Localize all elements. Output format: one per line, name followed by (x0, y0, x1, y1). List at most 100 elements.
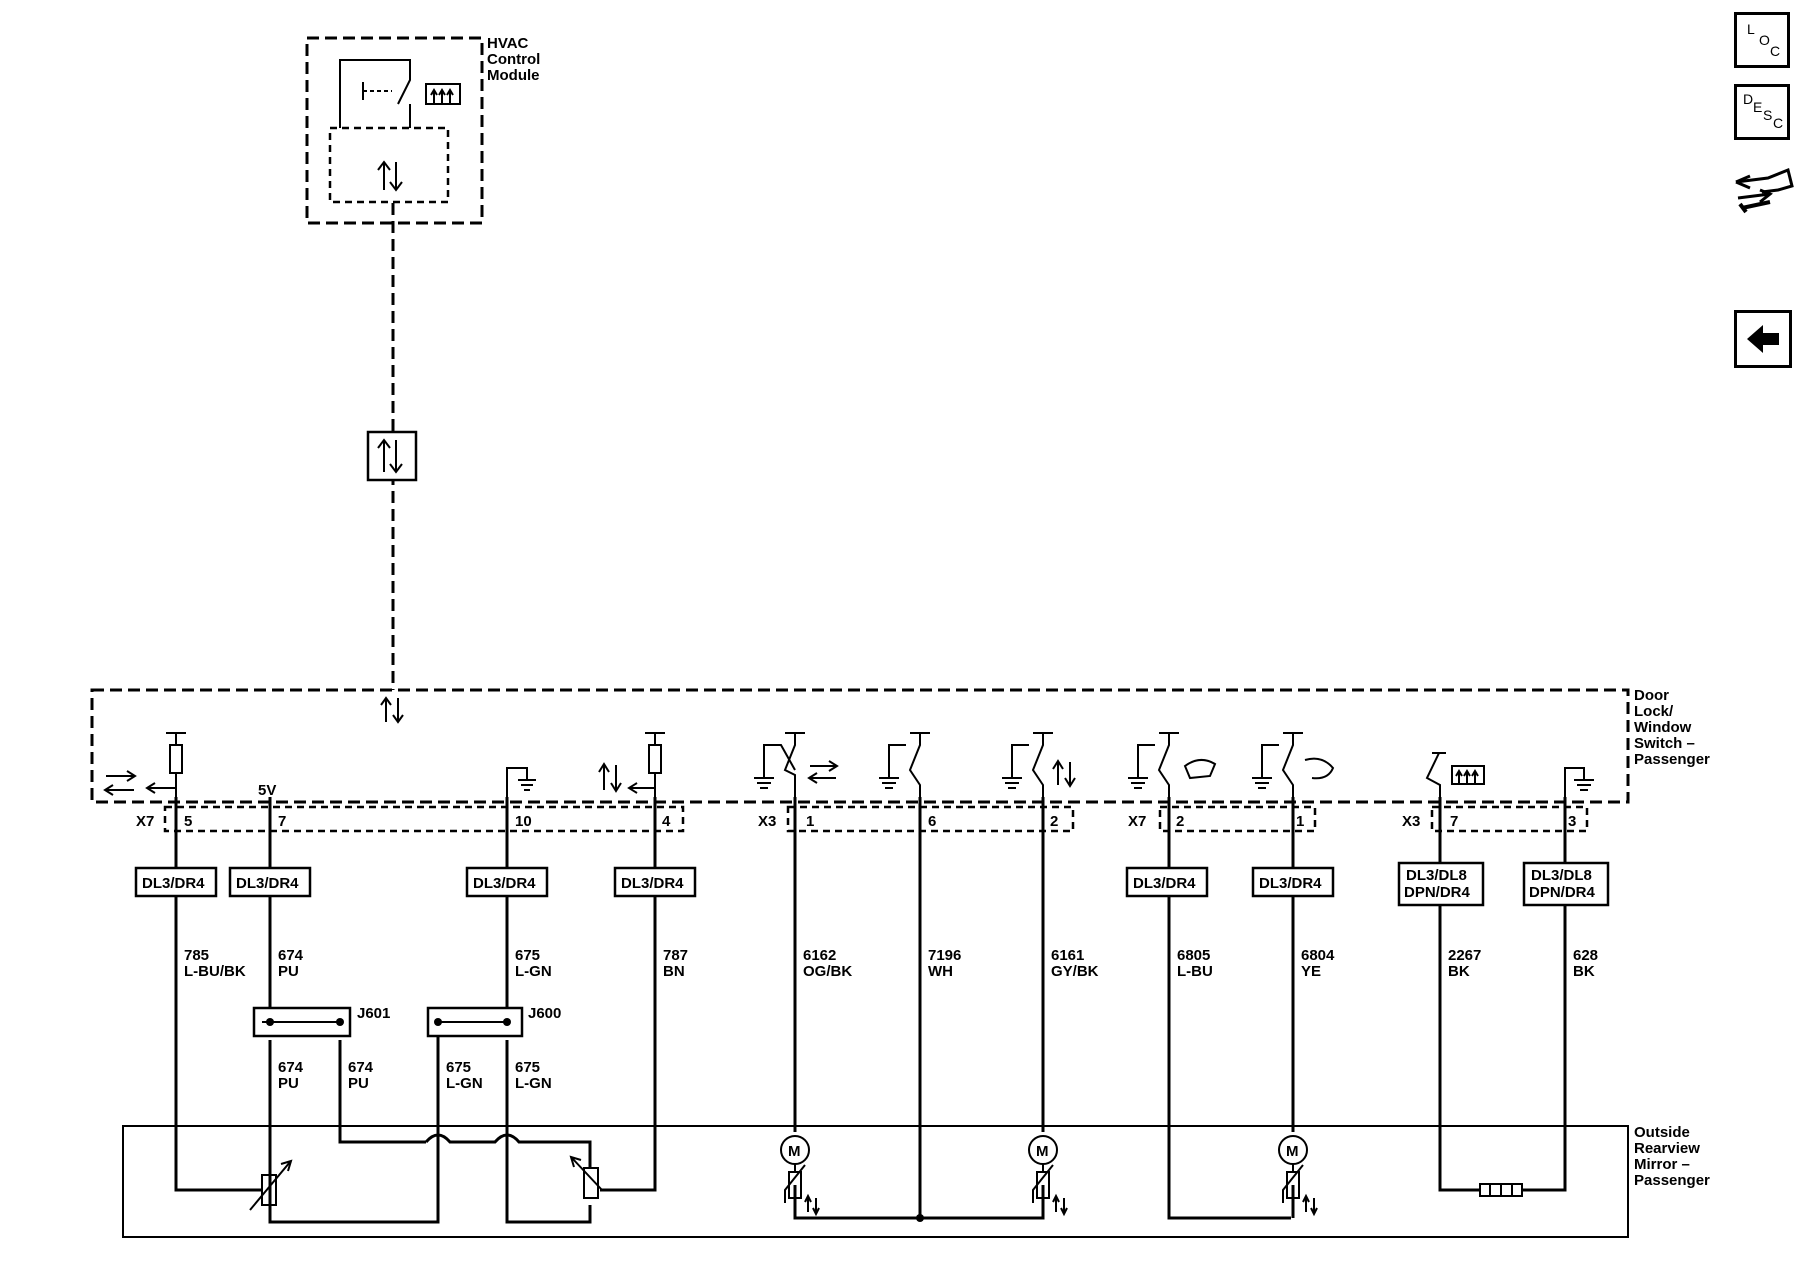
wire-circuit: 785 (184, 947, 209, 964)
connector-x3-left: X3 (758, 813, 776, 830)
svg-text:L-GN: L-GN (446, 1075, 483, 1092)
svg-text:675: 675 (446, 1059, 471, 1076)
pin-label: 7 (278, 813, 286, 830)
wire-color: BN (663, 963, 685, 980)
switch-pin-x3-6 (879, 732, 930, 797)
hvac-label-2: Control (487, 51, 540, 68)
location-button[interactable]: L O C (1734, 12, 1790, 68)
mirror-label-4: Passenger (1634, 1172, 1710, 1189)
svg-text:DL3/DR4: DL3/DR4 (621, 875, 684, 892)
wire-787 (600, 797, 657, 1192)
svg-text:DL3/DL8: DL3/DL8 (1531, 867, 1592, 884)
switch-pin-x7-2 (1128, 732, 1217, 797)
connector-x3-right: X3 (1402, 813, 1420, 830)
serial-data-icon (377, 160, 403, 192)
wire-color: WH (928, 963, 953, 980)
outside-rearview-mirror: Outside Rearview Mirror – Passenger M M (122, 1124, 1710, 1238)
wire-color: L-BU/BK (184, 963, 246, 980)
svg-text:M: M (1286, 1143, 1299, 1160)
hvac-label-1: HVAC (487, 35, 529, 52)
defrost-icon (425, 83, 461, 105)
option-box-dl3-dr4: DL3/DR4 (134, 866, 218, 898)
switch-pin-x3-2 (1002, 732, 1076, 797)
pin-label: 2 (1176, 813, 1184, 830)
wire-628 (1522, 797, 1567, 1192)
wire-color: YE (1301, 963, 1321, 980)
connector-repair-icon[interactable] (1730, 160, 1794, 224)
mirror-label-2: Rearview (1634, 1140, 1700, 1157)
internal-circuit-pin-5 (103, 732, 186, 797)
pin-label: 1 (806, 813, 814, 830)
option-box-dl3-dr4: DL3/DR4 (1251, 866, 1335, 898)
svg-text:J601: J601 (357, 1005, 390, 1022)
connector-x7-right: X7 (1128, 813, 1146, 830)
door-switch-label-5: Passenger (1634, 751, 1710, 768)
motor-icon: M (780, 1135, 820, 1218)
mirror-label-1: Outside (1634, 1124, 1690, 1141)
position-sensor-icon (249, 1159, 293, 1211)
wire-color: OG/BK (803, 963, 852, 980)
back-button[interactable] (1734, 310, 1792, 368)
svg-text:DL3/DR4: DL3/DR4 (236, 875, 299, 892)
option-box-dl3-dl8-dpn-dr4: DL3/DL8 DPN/DR4 (1397, 861, 1485, 907)
wire-785 (174, 797, 262, 1192)
wire-2267 (1438, 797, 1480, 1192)
option-box-dl3-dl8-dpn-dr4: DL3/DL8 DPN/DR4 (1522, 861, 1610, 907)
svg-text:DL3/DR4: DL3/DR4 (1133, 875, 1196, 892)
defrost-switch-pin-x3-7 (1425, 752, 1485, 797)
motor-icon: M (1028, 1135, 1068, 1218)
position-sensor-icon (569, 1155, 603, 1199)
wire-6805 (1167, 797, 1291, 1220)
wire-color: GY/BK (1051, 963, 1099, 980)
option-box-dl3-dr4: DL3/DR4 (613, 866, 697, 898)
wire-circuit: 787 (663, 947, 688, 964)
door-switch-label-4: Switch – (1634, 735, 1695, 752)
option-box-dl3-dr4: DL3/DR4 (465, 866, 549, 898)
pin-label: 5 (184, 813, 192, 830)
svg-text:M: M (788, 1143, 801, 1160)
internal-circuit-pin-4 (598, 732, 665, 797)
wire-circuit: 628 (1573, 947, 1598, 964)
pin-label: 7 (1450, 813, 1458, 830)
svg-text:DL3/DL8: DL3/DL8 (1406, 867, 1467, 884)
pin-label: 2 (1050, 813, 1058, 830)
svg-text:674: 674 (278, 1059, 304, 1076)
splice-j601: J601 674 PU 674 PU (252, 1005, 390, 1092)
data-link-connector-icon (366, 430, 418, 482)
ground-icon (1564, 767, 1594, 797)
svg-text:DL3/DR4: DL3/DR4 (1259, 875, 1322, 892)
svg-text:M: M (1036, 1143, 1049, 1160)
door-switch-label-3: Window (1634, 719, 1692, 736)
wire-circuit: 674 (278, 947, 304, 964)
wire-color: BK (1448, 963, 1470, 980)
wire-color: BK (1573, 963, 1595, 980)
supply-5v: 5V (258, 782, 276, 799)
hvac-control-module: HVAC Control Module (305, 35, 540, 225)
pin-label: 3 (1568, 813, 1576, 830)
heater-element-icon (1479, 1183, 1523, 1197)
wire-circuit: 675 (515, 947, 540, 964)
switch-pin-x7-1 (1252, 732, 1335, 797)
wire-circuit: 2267 (1448, 947, 1481, 964)
wire-circuit: 6804 (1301, 947, 1335, 964)
serial-data-icon (380, 696, 404, 724)
wire-crossing (424, 1133, 592, 1168)
door-switch-label-1: Door (1634, 687, 1669, 704)
svg-text:DPN/DR4: DPN/DR4 (1404, 884, 1471, 901)
pin-label: 10 (515, 813, 532, 830)
hvac-label-3: Module (487, 67, 540, 84)
wire-circuit: 6161 (1051, 947, 1084, 964)
svg-text:L-GN: L-GN (515, 1075, 552, 1092)
svg-text:675: 675 (515, 1059, 540, 1076)
connector-x7-left: X7 (136, 813, 154, 830)
svg-text:674: 674 (348, 1059, 374, 1076)
back-arrow-icon (1747, 325, 1779, 353)
motor-icon: M (1278, 1135, 1318, 1217)
pin-label: 6 (928, 813, 936, 830)
door-lock-window-switch: Door Lock/ Window Switch – Passenger X7 … (90, 687, 1710, 833)
svg-text:DL3/DR4: DL3/DR4 (142, 875, 205, 892)
svg-text:PU: PU (348, 1075, 369, 1092)
switch-pin-x3-1 (754, 732, 839, 797)
description-button[interactable]: D E S C (1734, 84, 1790, 140)
